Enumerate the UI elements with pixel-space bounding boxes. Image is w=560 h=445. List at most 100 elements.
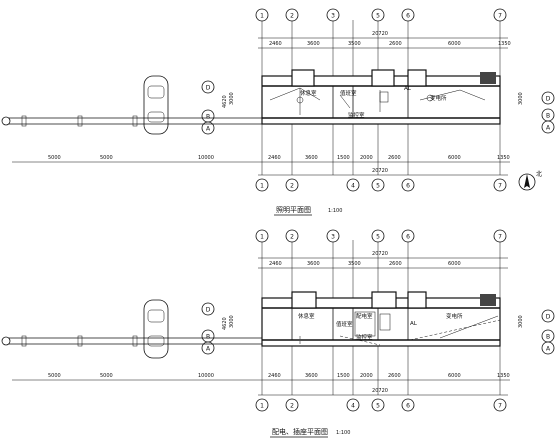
svg-text:2600: 2600 <box>388 155 401 161</box>
svg-text:D: D <box>206 85 211 92</box>
north-arrow-icon: 北 <box>518 170 542 191</box>
room-substation: 变电所 <box>430 94 447 102</box>
svg-text:2600: 2600 <box>389 261 402 267</box>
svg-text:2000: 2000 <box>360 373 373 379</box>
svg-text:5: 5 <box>376 13 380 20</box>
svg-text:2000: 2000 <box>360 155 373 161</box>
svg-text:4: 4 <box>351 403 355 410</box>
room-rest: 休息室 <box>300 89 317 97</box>
svg-text:1: 1 <box>260 234 264 241</box>
svg-text:6: 6 <box>406 234 410 241</box>
svg-text:B: B <box>546 113 550 120</box>
car-bottom <box>143 299 169 359</box>
dims-bottom-row-top: 2460 3600 1500 2000 2600 6000 1350 <box>268 155 510 161</box>
dims-top-row: 2460 3600 3500 2600 6000 1350 <box>269 41 511 47</box>
svg-text:1500: 1500 <box>337 155 350 161</box>
svg-text:7: 7 <box>498 234 502 241</box>
svg-text:6000: 6000 <box>448 41 461 47</box>
plan-bottom-title: 配电、插座平面图 <box>272 427 328 436</box>
plan-bottom: 20720 2460 3600 3500 2600 6000 1 2 3 5 6… <box>1 229 555 438</box>
axis-bubbles-bottom-plan-top: 1 2 3 5 6 7 <box>255 229 507 243</box>
axis-bubbles-top: 1 2 3 5 6 7 <box>255 8 507 22</box>
svg-text:7: 7 <box>498 403 502 410</box>
svg-text:20720: 20720 <box>372 168 388 174</box>
svg-text:2600: 2600 <box>389 41 402 47</box>
svg-text:4620: 4620 <box>222 95 228 108</box>
plan-top-title: 照明平面图 <box>276 206 311 214</box>
svg-text:A: A <box>206 126 211 133</box>
svg-text:2460: 2460 <box>268 373 281 379</box>
svg-text:A: A <box>546 346 551 353</box>
svg-text:1350: 1350 <box>497 373 510 379</box>
svg-text:10000: 10000 <box>198 155 214 161</box>
tag-al-b: AL <box>410 321 418 327</box>
svg-text:5000: 5000 <box>100 155 113 161</box>
svg-text:D: D <box>206 307 211 314</box>
svg-text:1: 1 <box>260 183 264 190</box>
svg-text:D: D <box>546 96 551 103</box>
dims-top-row-bottom-plan: 2460 3600 3500 2600 6000 <box>269 261 461 267</box>
svg-text:3600: 3600 <box>307 41 320 47</box>
svg-text:B: B <box>546 334 550 341</box>
svg-text:7: 7 <box>498 183 502 190</box>
svg-text:5: 5 <box>376 183 380 190</box>
svg-text:2: 2 <box>290 183 294 190</box>
room-distribution-b: 配电室 <box>356 312 373 320</box>
room-monitor: 监控室 <box>348 111 365 119</box>
svg-text:2460: 2460 <box>269 261 282 267</box>
svg-text:5: 5 <box>376 403 380 410</box>
svg-text:2: 2 <box>290 13 294 20</box>
svg-text:6000: 6000 <box>448 261 461 267</box>
plan-bottom-scale: 1:100 <box>336 430 350 436</box>
room-monitor-b: 监控室 <box>356 333 373 341</box>
svg-text:3600: 3600 <box>305 373 318 379</box>
row-bubbles-bottom-left: D B A <box>201 302 215 355</box>
svg-text:2: 2 <box>290 403 294 410</box>
svg-text:20720: 20720 <box>372 251 388 257</box>
svg-text:20720: 20720 <box>372 388 388 394</box>
svg-text:5000: 5000 <box>100 373 113 379</box>
car-top <box>143 75 169 135</box>
svg-text:3600: 3600 <box>307 261 320 267</box>
room-rest-b: 休息室 <box>298 312 315 320</box>
svg-text:3: 3 <box>331 234 335 241</box>
svg-text:2600: 2600 <box>388 373 401 379</box>
svg-text:4620: 4620 <box>222 317 228 330</box>
room-duty: 值班室 <box>340 89 357 97</box>
total-width-top: 20720 <box>372 31 388 37</box>
svg-text:B: B <box>206 334 210 341</box>
svg-text:2460: 2460 <box>269 41 282 47</box>
svg-text:1: 1 <box>260 403 264 410</box>
svg-text:1350: 1350 <box>498 41 511 47</box>
svg-text:4: 4 <box>351 183 355 190</box>
svg-text:6: 6 <box>406 13 410 20</box>
axis-bubbles-top-plan-bottom: 1 2 4 5 6 7 <box>255 178 507 192</box>
axis-bubbles-bottom-plan-bottom: 1 2 4 5 6 7 <box>255 398 507 412</box>
svg-text:3500: 3500 <box>348 41 361 47</box>
svg-text:3000: 3000 <box>229 315 235 328</box>
svg-text:6000: 6000 <box>448 373 461 379</box>
svg-text:1500: 1500 <box>337 373 350 379</box>
svg-text:3000: 3000 <box>518 315 524 328</box>
svg-text:6: 6 <box>406 183 410 190</box>
svg-text:3500: 3500 <box>348 261 361 267</box>
svg-text:3: 3 <box>331 13 335 20</box>
row-bubbles-top-right: D B A <box>541 91 555 134</box>
svg-text:A: A <box>546 125 551 132</box>
svg-text:3000: 3000 <box>518 92 524 105</box>
svg-text:5000: 5000 <box>48 373 61 379</box>
svg-text:1: 1 <box>260 13 264 20</box>
svg-text:1350: 1350 <box>497 155 510 161</box>
svg-text:6: 6 <box>406 403 410 410</box>
room-substation-b: 变电所 <box>446 312 463 320</box>
svg-text:D: D <box>546 314 551 321</box>
row-bubbles-bottom-right: D B A <box>541 309 555 355</box>
svg-text:5: 5 <box>376 234 380 241</box>
svg-text:2460: 2460 <box>268 155 281 161</box>
svg-text:北: 北 <box>536 170 542 178</box>
svg-text:2: 2 <box>290 234 294 241</box>
svg-text:B: B <box>206 114 210 121</box>
plan-top-scale: 1:100 <box>328 208 342 214</box>
row-bubbles-top-left: D B A <box>201 80 215 135</box>
dims-bottom-row-bottom: 2460 3600 1500 2000 2600 6000 1350 <box>268 373 510 379</box>
